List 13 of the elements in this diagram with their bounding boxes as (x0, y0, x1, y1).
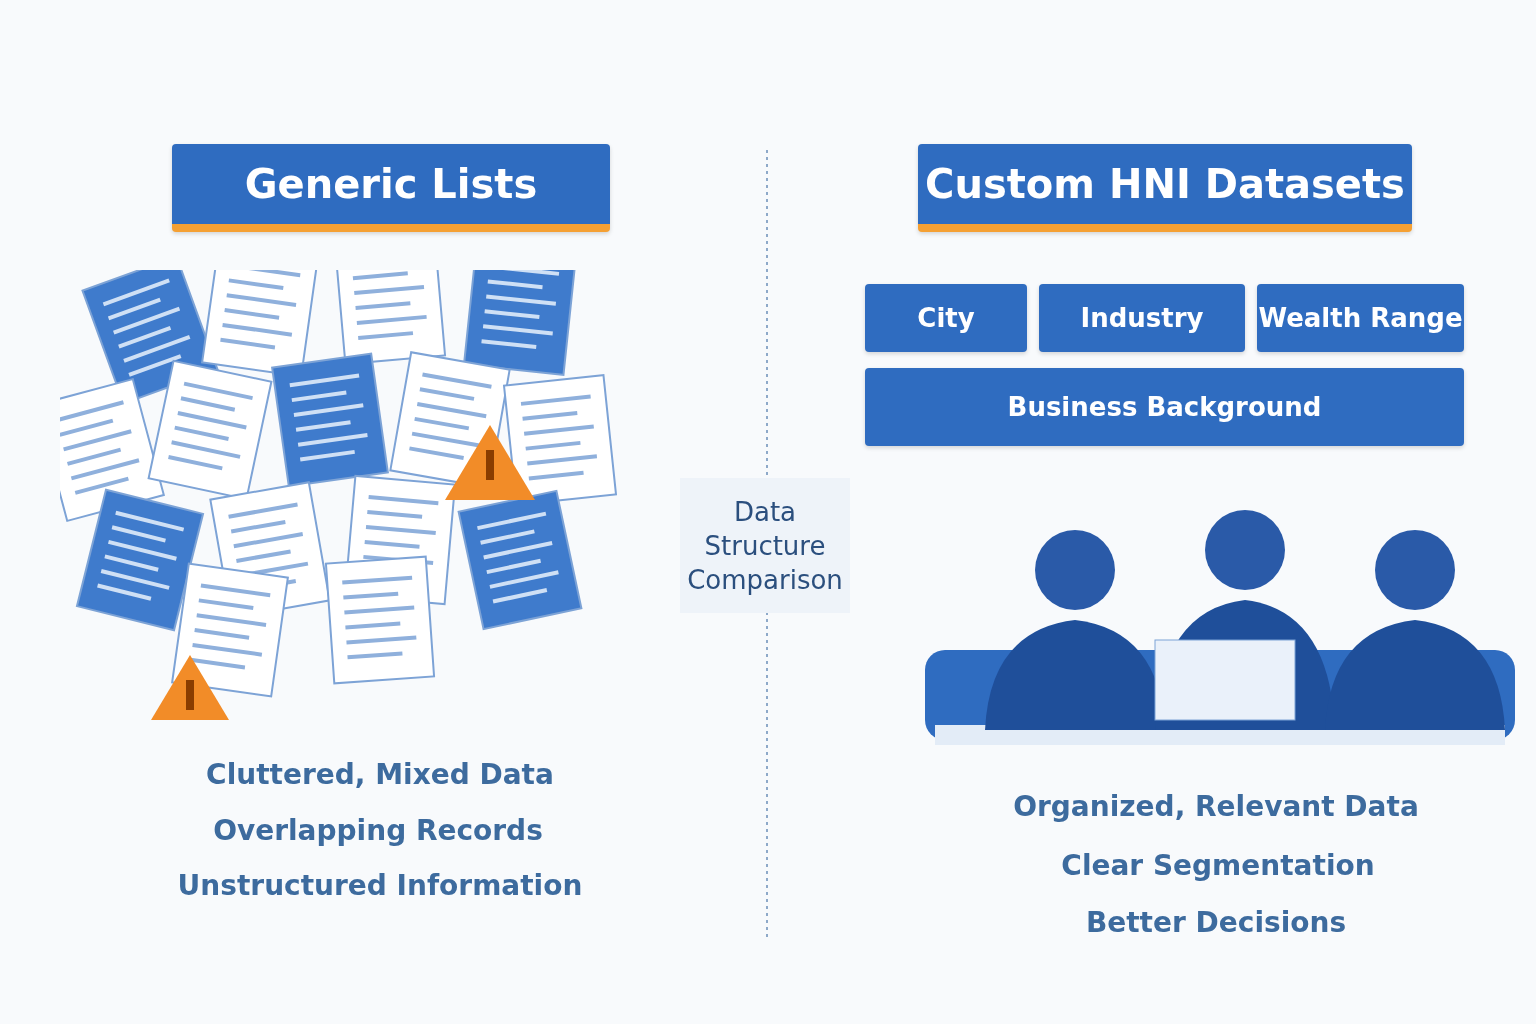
feature-text: Better Decisions (1085, 906, 1347, 939)
column-header: Custom HNI Datasets (918, 144, 1412, 232)
column-header: Generic Lists (172, 144, 610, 232)
feature-text: Unstructured Information (177, 869, 583, 902)
category-tag: Wealth Range (1257, 284, 1464, 352)
category-tag: Business Background (865, 368, 1464, 446)
category-tag: City (865, 284, 1027, 352)
feature-text: Cluttered, Mixed Data (206, 758, 554, 791)
feature-text: Overlapping Records (213, 814, 543, 847)
center-caption: Data Structure Comparison (680, 478, 850, 613)
feature-text: Clear Segmentation (1061, 849, 1375, 882)
feature-text: Organized, Relevant Data (1013, 790, 1419, 823)
category-tag: Industry (1039, 284, 1245, 352)
